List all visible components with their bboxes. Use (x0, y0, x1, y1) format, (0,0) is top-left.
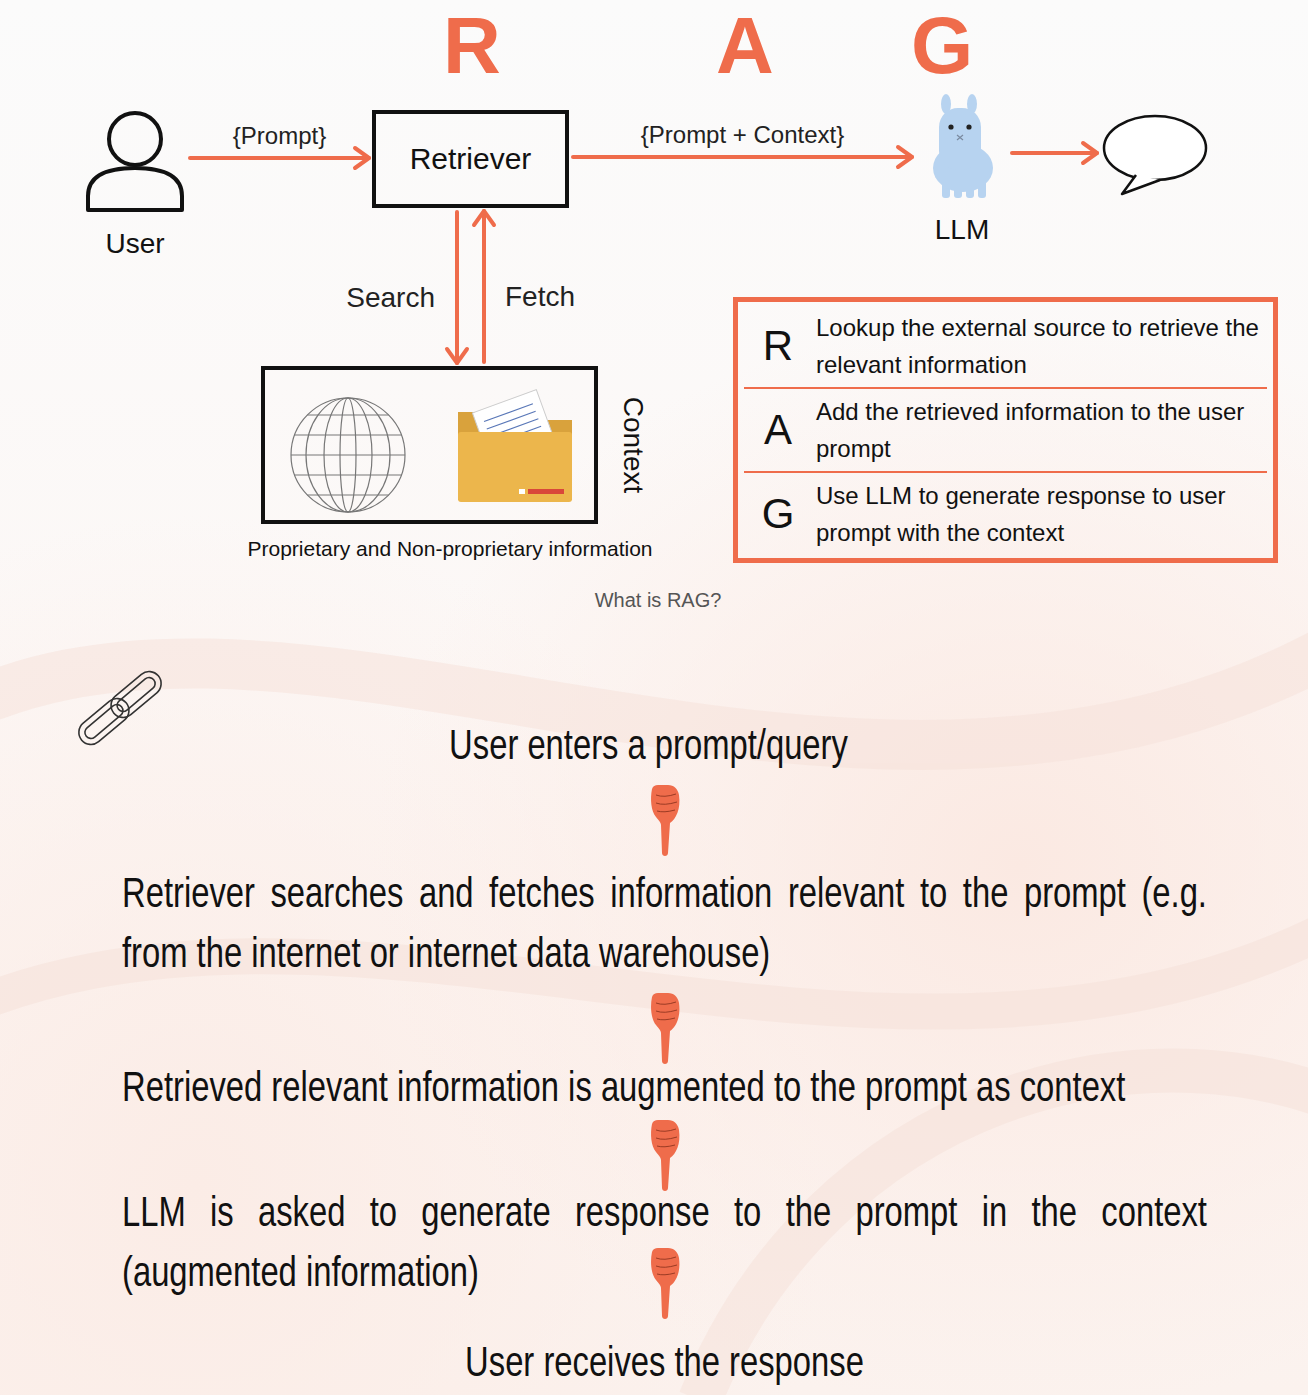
node-label: User (64, 227, 206, 261)
row-letter: R (750, 323, 806, 369)
chain-icon (74, 667, 166, 750)
step-text: LLM is asked to generate response to the… (122, 1182, 1207, 1302)
row-letter: G (750, 491, 806, 537)
folder-front (458, 432, 572, 502)
llama-eye (966, 124, 971, 129)
user-icon (88, 113, 182, 210)
rag-letter: R (402, 6, 542, 86)
step-text: User enters a prompt/query (106, 715, 1191, 775)
flow-arrow (447, 212, 467, 363)
retriever-box: Retriever (372, 110, 569, 208)
chain-link (74, 694, 134, 750)
globe-outline (291, 398, 405, 512)
box-label: Retriever (410, 141, 532, 177)
context-store: ContextProprietary and Non-proprietary i… (261, 366, 598, 524)
store-caption: Proprietary and Non-proprietary informat… (200, 537, 700, 561)
edge-label: Search (346, 282, 435, 314)
edge-label: {Prompt} (233, 122, 326, 150)
step-text: Retriever searches and fetches informati… (122, 863, 1207, 983)
step-text: User receives the response (122, 1332, 1207, 1392)
arrow-head (898, 147, 912, 167)
rag-letter: G (872, 6, 1012, 86)
llm-output-arrow (1012, 143, 1097, 163)
folder-tag (528, 489, 564, 494)
pointing-hand (651, 993, 679, 1064)
rag-steps-table: RLookup the external source to retrieve … (733, 297, 1278, 563)
arrow-head (447, 349, 467, 363)
flow-arrow (474, 211, 494, 362)
node-label: LLM (895, 213, 1029, 247)
row-description: Use LLM to generate response to user pro… (806, 477, 1261, 551)
edge-label: {Prompt + Context} (641, 121, 844, 149)
table-row: AAdd the retrieved information to the us… (744, 387, 1267, 471)
pointing-hand (651, 785, 679, 856)
llama-eye (948, 124, 953, 129)
chain-link (82, 702, 125, 741)
llm-node: LLM (915, 92, 1009, 252)
arrow-head (355, 148, 369, 168)
user-head (109, 113, 161, 165)
bubble-tail (1122, 175, 1160, 194)
speech-bubble (1104, 116, 1206, 194)
rag-letter: A (675, 6, 815, 86)
globe-parallels (291, 415, 405, 495)
row-description: Add the retrieved information to the use… (806, 393, 1261, 467)
folder-tag (519, 489, 525, 494)
flow-arrow (573, 147, 912, 167)
folder-icon (458, 390, 572, 502)
chain-link (115, 675, 158, 714)
llama-icon (933, 94, 993, 198)
table-row: RLookup the external source to retrieve … (744, 305, 1267, 387)
llama-nose (957, 135, 963, 140)
table-row: GUse LLM to generate response to user pr… (744, 471, 1267, 555)
row-letter: A (750, 407, 806, 453)
arrow-head (474, 211, 494, 225)
arrow-line (190, 156, 369, 160)
chain-link (106, 667, 166, 723)
llama-head (939, 108, 981, 170)
arrow-head (1083, 143, 1097, 163)
step-text: Retrieved relevant information is augmen… (122, 1057, 1207, 1117)
pointing-hand (651, 1120, 679, 1191)
figure-caption: What is RAG? (458, 588, 858, 612)
row-description: Lookup the external source to retrieve t… (806, 309, 1261, 383)
globe-icon (291, 398, 405, 512)
arrow-line (1012, 151, 1097, 155)
pointing-hand (651, 1248, 679, 1319)
arrow-line (455, 212, 459, 363)
flow-arrow (190, 148, 369, 168)
background-swirls (0, 620, 1308, 1395)
arrow-line (482, 211, 486, 362)
rotated-heading: Context (617, 397, 649, 494)
edge-label: Fetch (505, 281, 575, 313)
user-body (88, 168, 182, 210)
user-actor: User (84, 108, 186, 268)
bubble-body (1104, 116, 1206, 180)
arrow-line (573, 155, 912, 159)
